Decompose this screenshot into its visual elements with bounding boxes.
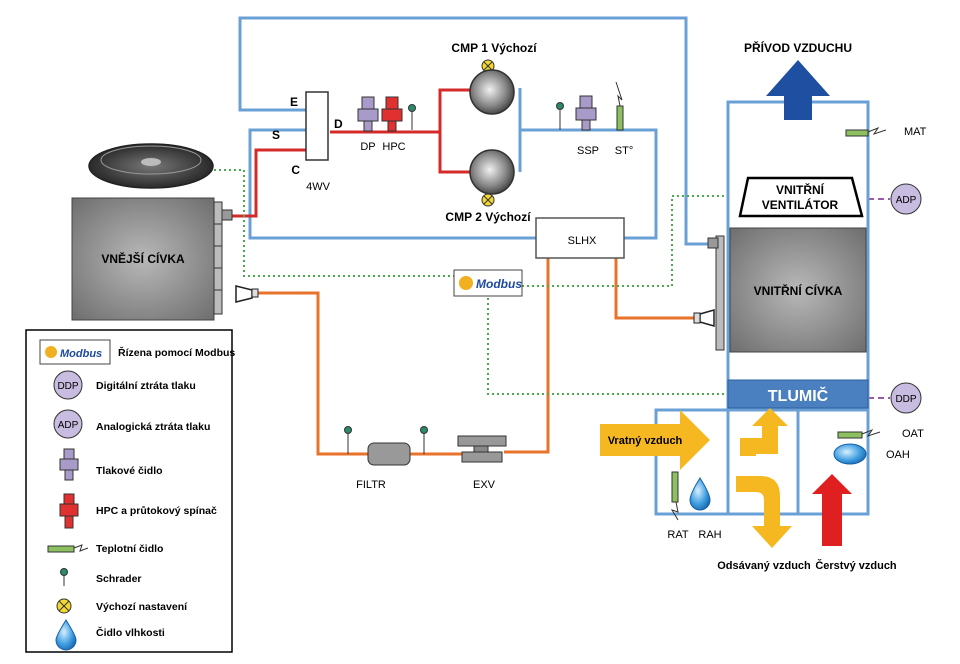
mix-up-arrow	[740, 408, 788, 456]
indoor-fan: VNITŘNÍ VENTILÁTOR	[738, 176, 864, 218]
port-s: S	[272, 128, 280, 142]
legend-adp-symbol: ADP	[58, 420, 79, 431]
schrader-discharge	[408, 104, 416, 130]
damper: TLUMIČ	[727, 379, 869, 409]
indoor-fan-line1: VNITŘNÍ	[776, 182, 825, 197]
rah-humidity-sensor: RAH	[689, 477, 722, 541]
dp-label: DP	[360, 141, 375, 153]
ssp-pressure-sensor: SSP	[575, 95, 599, 157]
legend-modbus-label: Řízena pomocí Modbus	[118, 346, 235, 359]
indoor-distributor-nozzle	[693, 309, 715, 327]
legend-ddp-symbol: DDP	[57, 381, 78, 392]
slhx-label: SLHX	[568, 235, 597, 247]
four-wv-label: 4WV	[306, 181, 331, 193]
ddp-damper-label: DDP	[895, 394, 916, 405]
indoor-fan-line2: VENTILÁTOR	[762, 197, 839, 212]
legend-schrader-item: Schrader	[60, 568, 142, 586]
cmp1-label: CMP 1 Výchozí	[451, 41, 537, 55]
schrader-suction	[556, 102, 564, 130]
damper-label: TLUMIČ	[768, 386, 829, 405]
legend-ddp-label: Digitální ztráta tlaku	[96, 380, 196, 392]
st-temp-sensor: ST°	[615, 81, 633, 157]
port-e: E	[290, 95, 298, 109]
legend-schrader-label: Schrader	[96, 573, 142, 585]
legend-adp-item: ADP Analogická ztráta tlaku	[53, 409, 210, 439]
slhx: SLHX	[535, 217, 625, 259]
legend-adp-label: Analogická ztráta tlaku	[96, 421, 210, 433]
blue-suction-lines	[238, 16, 716, 246]
cmp2-label: CMP 2 Výchozí	[445, 210, 531, 224]
return-air-arrow: Vratný vzduch	[600, 410, 710, 470]
hpc-label: HPC	[382, 141, 405, 153]
hpc-switch: HPC	[381, 96, 406, 153]
fresh-air-label: Čerstvý vzduch	[815, 559, 897, 572]
outdoor-fan	[88, 143, 214, 189]
ddp-sensor-damper: DDP	[890, 382, 922, 414]
outdoor-coil-label: VNĚJŠÍ CÍVKA	[101, 251, 185, 266]
four-way-valve: E S D C 4WV	[272, 91, 343, 193]
indoor-coil: VNITŘNÍ CÍVKA	[707, 227, 867, 353]
supply-air-label: PŘÍVOD VZDUCHU	[744, 40, 852, 55]
modbus-module: Modbus	[453, 269, 523, 297]
legend-default-label: Výchozí nastavení	[96, 601, 188, 613]
return-air-label: Vratný vzduch	[608, 435, 683, 447]
st-label: ST°	[615, 145, 633, 157]
adp-top-label: ADP	[896, 195, 917, 206]
mat-temp-sensor: MAT	[845, 126, 927, 138]
outdoor-distributor-nozzle	[235, 285, 259, 303]
fresh-air-arrow	[812, 474, 852, 546]
filter-label: FILTR	[356, 479, 386, 491]
legend-humidity-item: Čidlo vlhkosti	[55, 619, 165, 651]
exv-label: EXV	[473, 479, 496, 491]
legend-hpc-item: HPC a průtokový spínač	[59, 493, 217, 529]
mat-label: MAT	[904, 126, 927, 138]
filter: FILTR	[344, 426, 428, 491]
legend-temp-item: Teplotní čidlo	[47, 543, 163, 555]
rah-label: RAH	[698, 529, 721, 541]
green-modbus-lines	[214, 169, 728, 395]
oat-temp-sensor: OAT	[837, 428, 924, 440]
exhaust-air-label: Odsávaný vzduch	[717, 560, 811, 572]
legend: Modbus Řízena pomocí Modbus DDP Digitáln…	[25, 329, 235, 653]
dp-pressure-sensor: DP	[357, 96, 379, 153]
ssp-label: SSP	[577, 145, 599, 157]
legend-hpc-label: HPC a průtokový spínač	[96, 505, 217, 517]
adp-sensor-top: ADP	[890, 183, 922, 215]
port-c: C	[291, 163, 300, 177]
legend-default-item: Výchozí nastavení	[56, 598, 188, 614]
legend-humidity-label: Čidlo vlhkosti	[96, 626, 165, 639]
supply-air-arrow: PŘÍVOD VZDUCHU	[744, 40, 852, 120]
oah-humidity-sensor: OAH	[833, 443, 910, 465]
modbus-label: Modbus	[476, 277, 522, 291]
indoor-coil-label: VNITŘNÍ CÍVKA	[754, 283, 843, 298]
outdoor-coil: VNĚJŠÍ CÍVKA	[71, 197, 233, 321]
legend-modbus-item: Modbus Řízena pomocí Modbus	[39, 339, 235, 365]
legend-temp-label: Teplotní čidlo	[96, 543, 163, 555]
port-d: D	[334, 117, 343, 131]
legend-modbus-icon-text: Modbus	[60, 348, 102, 360]
compressor-2: CMP 2 Výchozí	[445, 149, 531, 224]
legend-pressure-label: Tlakové čidlo	[96, 465, 163, 477]
legend-ddp-item: DDP Digitální ztráta tlaku	[53, 370, 196, 400]
rat-temp-sensor: RAT	[667, 471, 689, 541]
mixing-box	[654, 408, 870, 516]
rat-label: RAT	[667, 529, 688, 541]
exhaust-air-arrow	[736, 476, 792, 548]
oah-label: OAH	[886, 449, 910, 461]
compressor-1: CMP 1 Výchozí	[451, 41, 537, 115]
oat-label: OAT	[902, 428, 924, 440]
exv-valve: EXV	[457, 435, 507, 491]
orange-liquid-lines	[258, 221, 700, 456]
purple-dashed-lines	[868, 198, 890, 399]
legend-pressure-item: Tlakové čidlo	[59, 448, 163, 481]
